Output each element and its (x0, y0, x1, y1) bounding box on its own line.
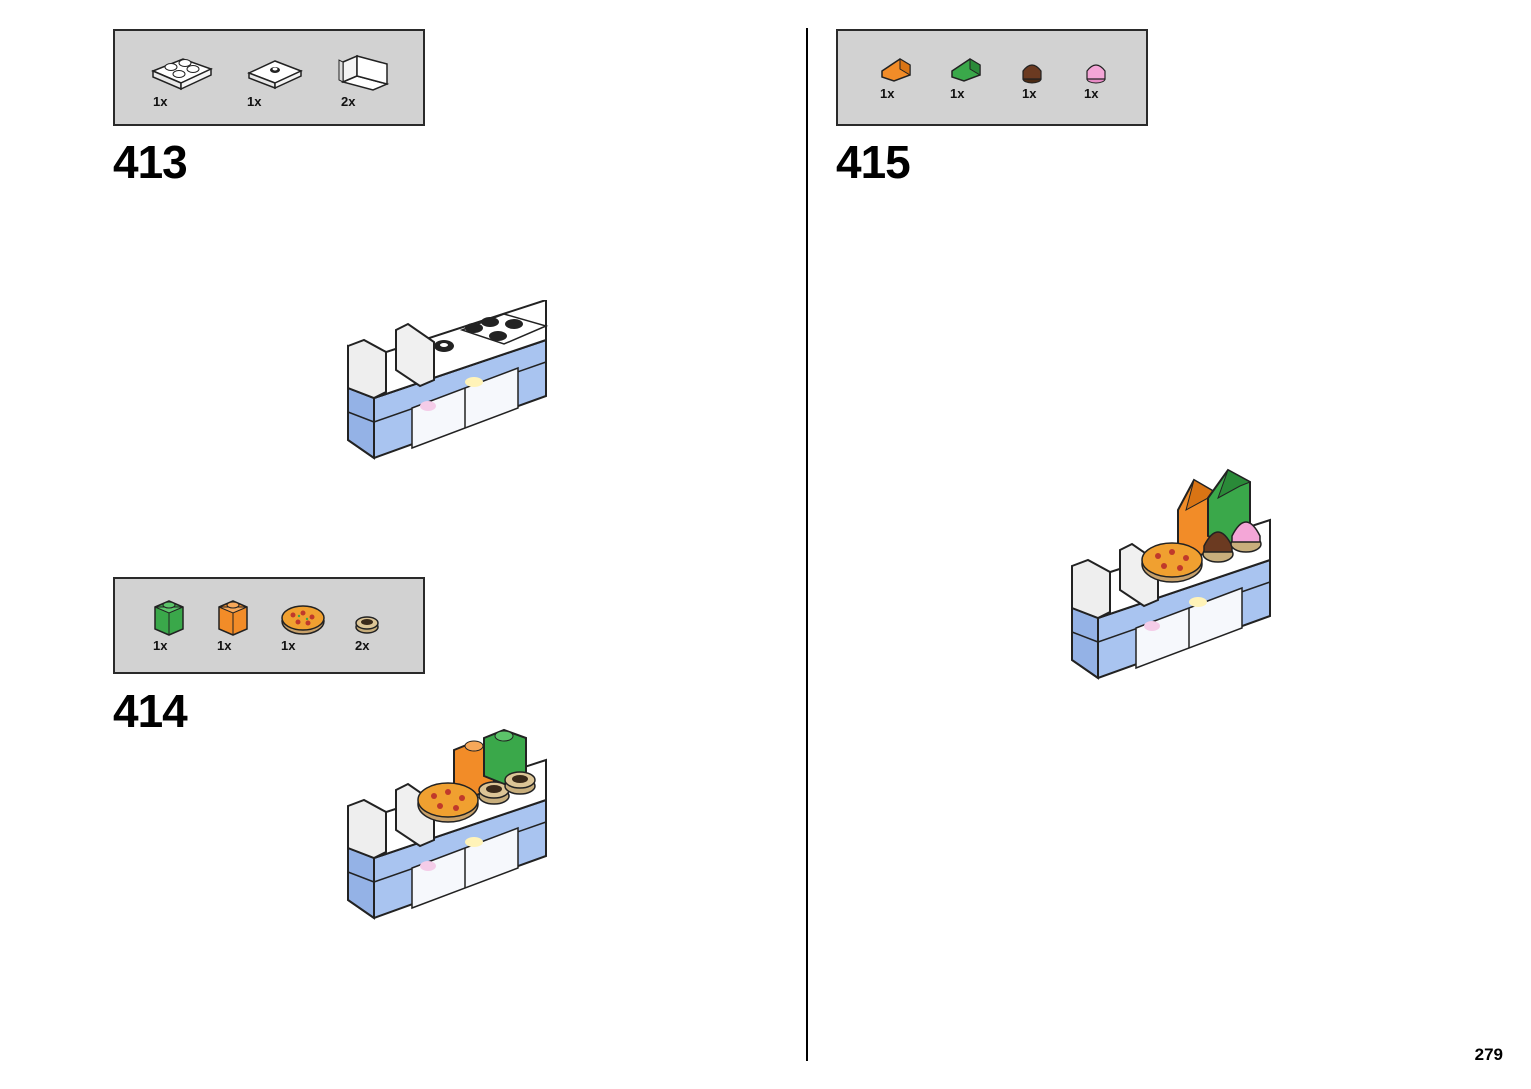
pizza-round-tile-icon (279, 603, 327, 637)
white-1x2x1-panel-icon (337, 48, 393, 92)
part-qty: 1x (950, 86, 964, 101)
part-qty: 2x (355, 638, 369, 653)
part-qty: 1x (217, 638, 231, 653)
step-number: 414 (113, 688, 187, 734)
part-qty: 1x (153, 638, 167, 653)
part-qty: 1x (153, 94, 167, 109)
page-number: 279 (1475, 1045, 1503, 1065)
model-step-413 (344, 300, 554, 470)
parts-box-step-413: 1x 1x 2x (113, 29, 425, 126)
white-2x2-plate-icon (149, 49, 215, 91)
parts-box-step-415: 1x 1x 1x 1x (836, 29, 1148, 126)
part-qty: 1x (880, 86, 894, 101)
parts-box-step-414: 1x 1x 1x 2x (113, 577, 425, 674)
green-1x1-brick-icon (151, 597, 187, 639)
model-step-414 (344, 724, 554, 929)
step-number: 415 (836, 139, 910, 185)
orange-slope-icon (878, 53, 914, 85)
model-step-415 (1068, 464, 1278, 689)
part-qty: 1x (1084, 86, 1098, 101)
green-slope-icon (948, 53, 984, 85)
brown-cupcake-icon (1020, 59, 1044, 85)
page-divider (806, 28, 808, 1061)
orange-1x1-brick-icon (215, 597, 251, 639)
part-qty: 1x (247, 94, 261, 109)
step-number: 413 (113, 139, 187, 185)
tan-round-plate-icon (353, 613, 381, 635)
part-qty: 1x (1022, 86, 1036, 101)
part-qty: 2x (341, 94, 355, 109)
white-2x2-jumper-tile-icon (245, 51, 305, 91)
part-qty: 1x (281, 638, 295, 653)
pink-cupcake-icon (1084, 59, 1108, 85)
